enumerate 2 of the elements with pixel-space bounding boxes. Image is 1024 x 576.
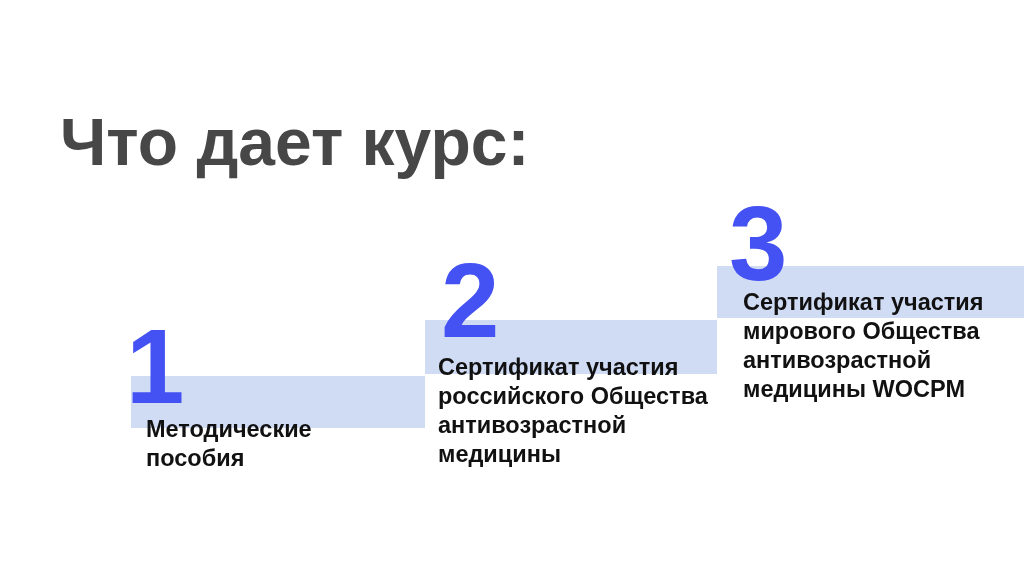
step-description: Сертификат участия российского Общества антивозрастной медицины — [438, 353, 709, 469]
step-number: 2 — [441, 248, 500, 353]
